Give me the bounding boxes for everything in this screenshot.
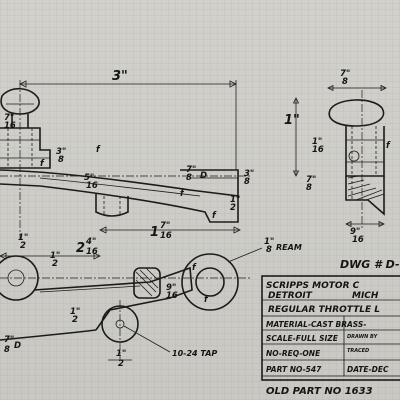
ream-note: REAM — [276, 243, 302, 252]
title-block: DWG # D-1 SCRIPPS MOTOR C DETROIT MICH R… — [261, 258, 400, 397]
company-state: MICH — [352, 291, 379, 301]
svg-text:1: 1 — [150, 225, 159, 240]
plan-view-dims: 2 4" 16 1" 2 1" 2 1" 2 9" 16 7" 8 D 1" 2… — [0, 233, 209, 369]
finish-mark: f — [96, 145, 101, 155]
svg-text:D: D — [14, 341, 21, 351]
company-name: SCRIPPS MOTOR C — [266, 281, 360, 291]
dim-2-4-16: 2 — [76, 241, 85, 256]
svg-text:16: 16 — [86, 181, 98, 191]
end-view — [328, 90, 385, 230]
dim-3-8-right: 3" — [244, 169, 254, 179]
dim-9-16-plan: 9" — [166, 283, 176, 293]
svg-text:f: f — [386, 141, 391, 151]
svg-text:4": 4" — [85, 237, 96, 247]
dim-1-16: 1" — [312, 137, 322, 147]
svg-text:8: 8 — [244, 177, 250, 187]
svg-text:2: 2 — [118, 359, 124, 369]
dim-1-2-b: 1" — [50, 251, 60, 261]
plan-view — [0, 253, 250, 360]
svg-text:8: 8 — [4, 345, 10, 355]
svg-text:16: 16 — [86, 247, 98, 257]
dim-9-16-end: 9" — [350, 227, 360, 237]
dim-1-2-a: 1" — [18, 233, 28, 243]
svg-text:16: 16 — [4, 121, 16, 131]
svg-text:16: 16 — [166, 291, 178, 301]
dim-3-label: 3" — [112, 69, 128, 84]
svg-text:16: 16 — [160, 231, 172, 241]
scale: SCALE-FULL SIZE — [266, 334, 339, 343]
number-required: NO-REQ-ONE — [266, 349, 321, 358]
end-view-dims: 7" 8 1" 1" 16 7" 8 9" 16 f — [284, 69, 391, 245]
svg-text:D: D — [200, 171, 207, 181]
dim-3-8: 3" — [56, 147, 66, 157]
dim-1-2-c: 1" — [70, 307, 80, 317]
dim-1-end: 1" — [284, 113, 300, 128]
notes: 1" 8 REAM 10-24 TAP — [123, 237, 302, 358]
svg-text:2: 2 — [52, 259, 58, 269]
svg-text:8: 8 — [342, 77, 348, 87]
dimension-3in: 3" — [19, 69, 237, 170]
svg-text:2: 2 — [20, 241, 26, 251]
svg-text:f: f — [212, 211, 217, 221]
ream-size: 1" — [264, 237, 274, 247]
dwg-number: DWG # D-1 — [340, 258, 400, 271]
svg-text:f: f — [204, 295, 209, 305]
date: DATE-DEC — [347, 365, 389, 374]
svg-text:f: f — [180, 189, 185, 199]
company-city: DETROIT — [268, 291, 313, 301]
traced-by: TRACED — [347, 348, 369, 354]
dim-1-2-bottom: 1" — [116, 349, 126, 359]
svg-text:7": 7" — [160, 221, 170, 231]
side-view — [0, 80, 250, 240]
hub-dims: 3" 8 5" 16 7" 16 f f — [4, 113, 101, 191]
svg-text:8: 8 — [306, 183, 312, 193]
svg-text:8: 8 — [266, 245, 272, 255]
finish-mark: f — [40, 159, 45, 169]
dim-5-16: 5" — [84, 173, 94, 183]
svg-text:2: 2 — [72, 315, 78, 325]
dim-7-8-end: 7" — [340, 69, 350, 79]
dim-7-8-vertical: 7" — [306, 175, 316, 185]
part-number: PART NO-547 — [266, 365, 322, 374]
drawn-by: DRAWN BY — [347, 334, 379, 340]
old-part-number: OLD PART NO 1633 — [266, 386, 373, 397]
svg-text:f: f — [192, 263, 197, 273]
svg-text:8: 8 — [58, 155, 64, 165]
tap-note: 10-24 TAP — [172, 349, 217, 358]
svg-text:16: 16 — [352, 235, 364, 245]
svg-text:8: 8 — [186, 173, 192, 183]
material: MATERIAL-CAST BRASS- — [266, 320, 366, 329]
dim-1-2-right: 1" — [230, 195, 240, 205]
dim-7-8-top: 7" — [186, 165, 196, 175]
svg-text:16: 16 — [312, 145, 324, 155]
svg-text:2: 2 — [230, 203, 236, 213]
part-name: REGULAR THROTTLE L — [268, 305, 380, 315]
dim-7-8-d: 7" — [4, 335, 14, 345]
lever-end-dims: 7" 8 D 3" 8 1" 2 f f — [180, 165, 254, 221]
dim-7-16: 7" — [4, 113, 14, 123]
dimension-1-7-16: 1 7" 16 — [99, 221, 241, 241]
